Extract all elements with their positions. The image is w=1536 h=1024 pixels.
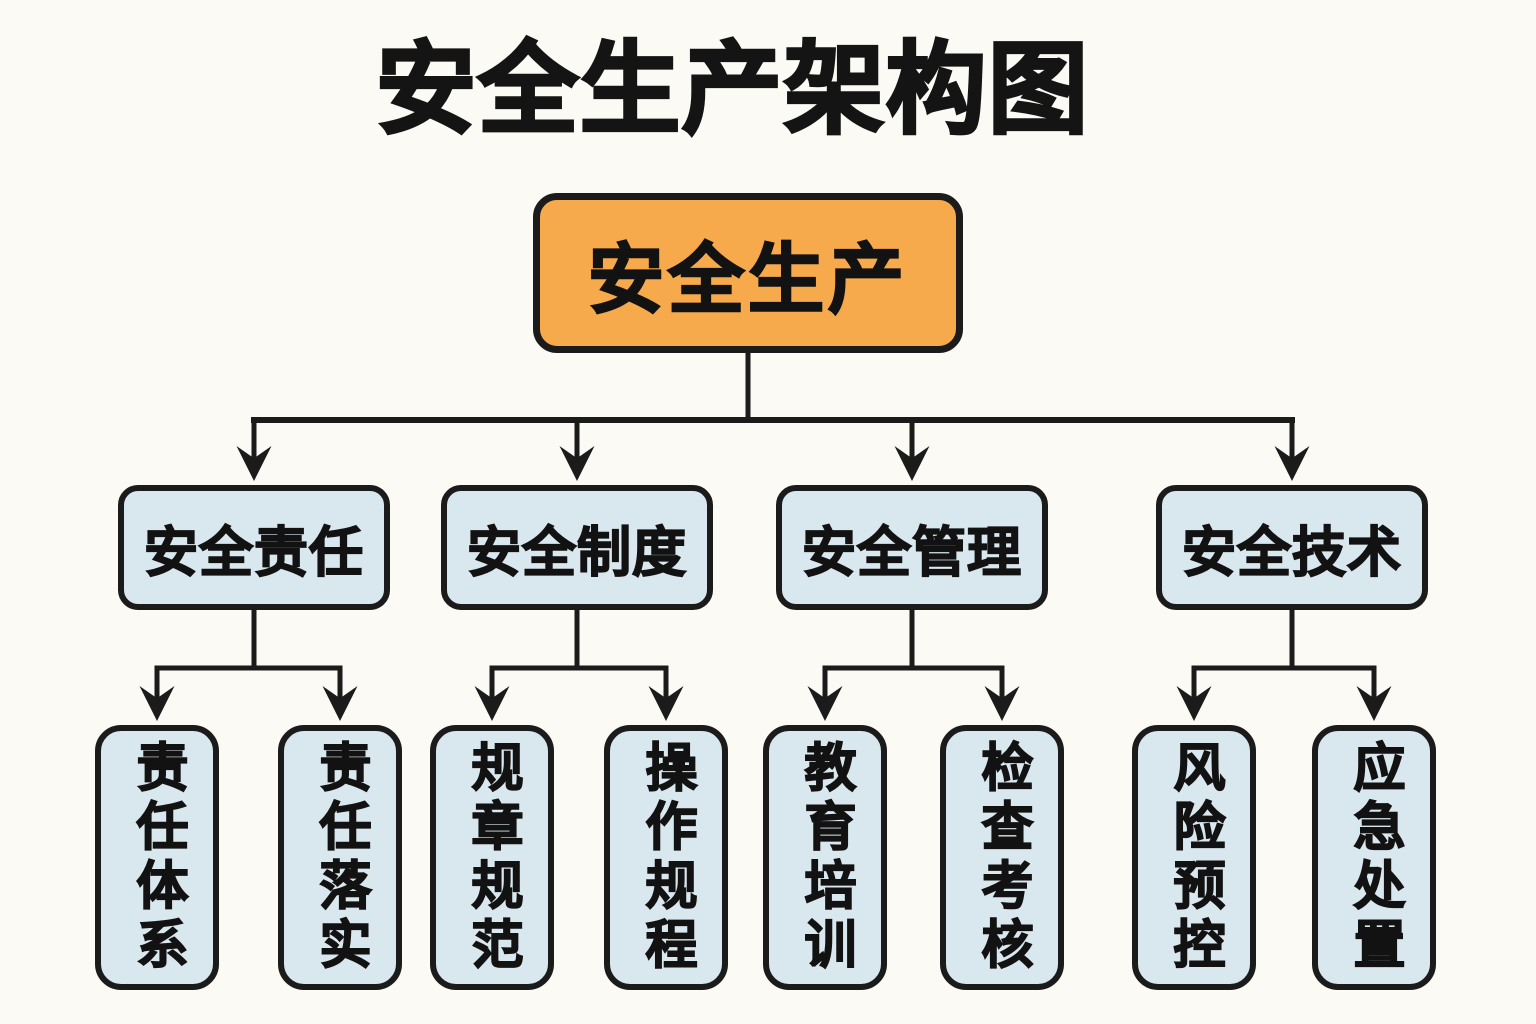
node-label: 操作规程: [636, 739, 696, 977]
node-safety-management: 安全管理: [776, 485, 1048, 610]
node-label: 安全管理: [801, 522, 1022, 584]
node-safety-technology: 安全技术: [1156, 485, 1428, 610]
node-safety-responsibility: 安全责任: [118, 485, 390, 610]
page-title: 安全生产架构图: [375, 33, 1090, 148]
node-root: 安全生产: [533, 193, 963, 353]
node-label: 安全技术: [1181, 522, 1402, 584]
node-safety-system: 安全制度: [441, 485, 713, 610]
node-inspection-assessment: 检查考核: [940, 725, 1064, 990]
node-emergency-response: 应急处置: [1312, 725, 1436, 990]
node-risk-precontrol: 风险预控: [1132, 725, 1256, 990]
node-label: 责任体系: [127, 739, 187, 977]
node-education-training: 教育培训: [763, 725, 887, 990]
node-responsibility-implementation: 责任落实: [278, 725, 402, 990]
node-operating-procedures: 操作规程: [604, 725, 728, 990]
node-label: 责任落实: [310, 739, 370, 977]
node-label: 检查考核: [972, 739, 1032, 977]
node-rules-standards: 规章规范: [430, 725, 554, 990]
node-label: 安全责任: [143, 522, 364, 584]
node-root-label: 安全生产: [587, 237, 908, 324]
node-label: 风险预控: [1164, 739, 1224, 977]
node-label: 应急处置: [1344, 739, 1404, 977]
node-label: 教育培训: [795, 739, 855, 977]
node-responsibility-structure: 责任体系: [95, 725, 219, 990]
node-label: 规章规范: [462, 739, 522, 977]
node-label: 安全制度: [466, 522, 687, 584]
